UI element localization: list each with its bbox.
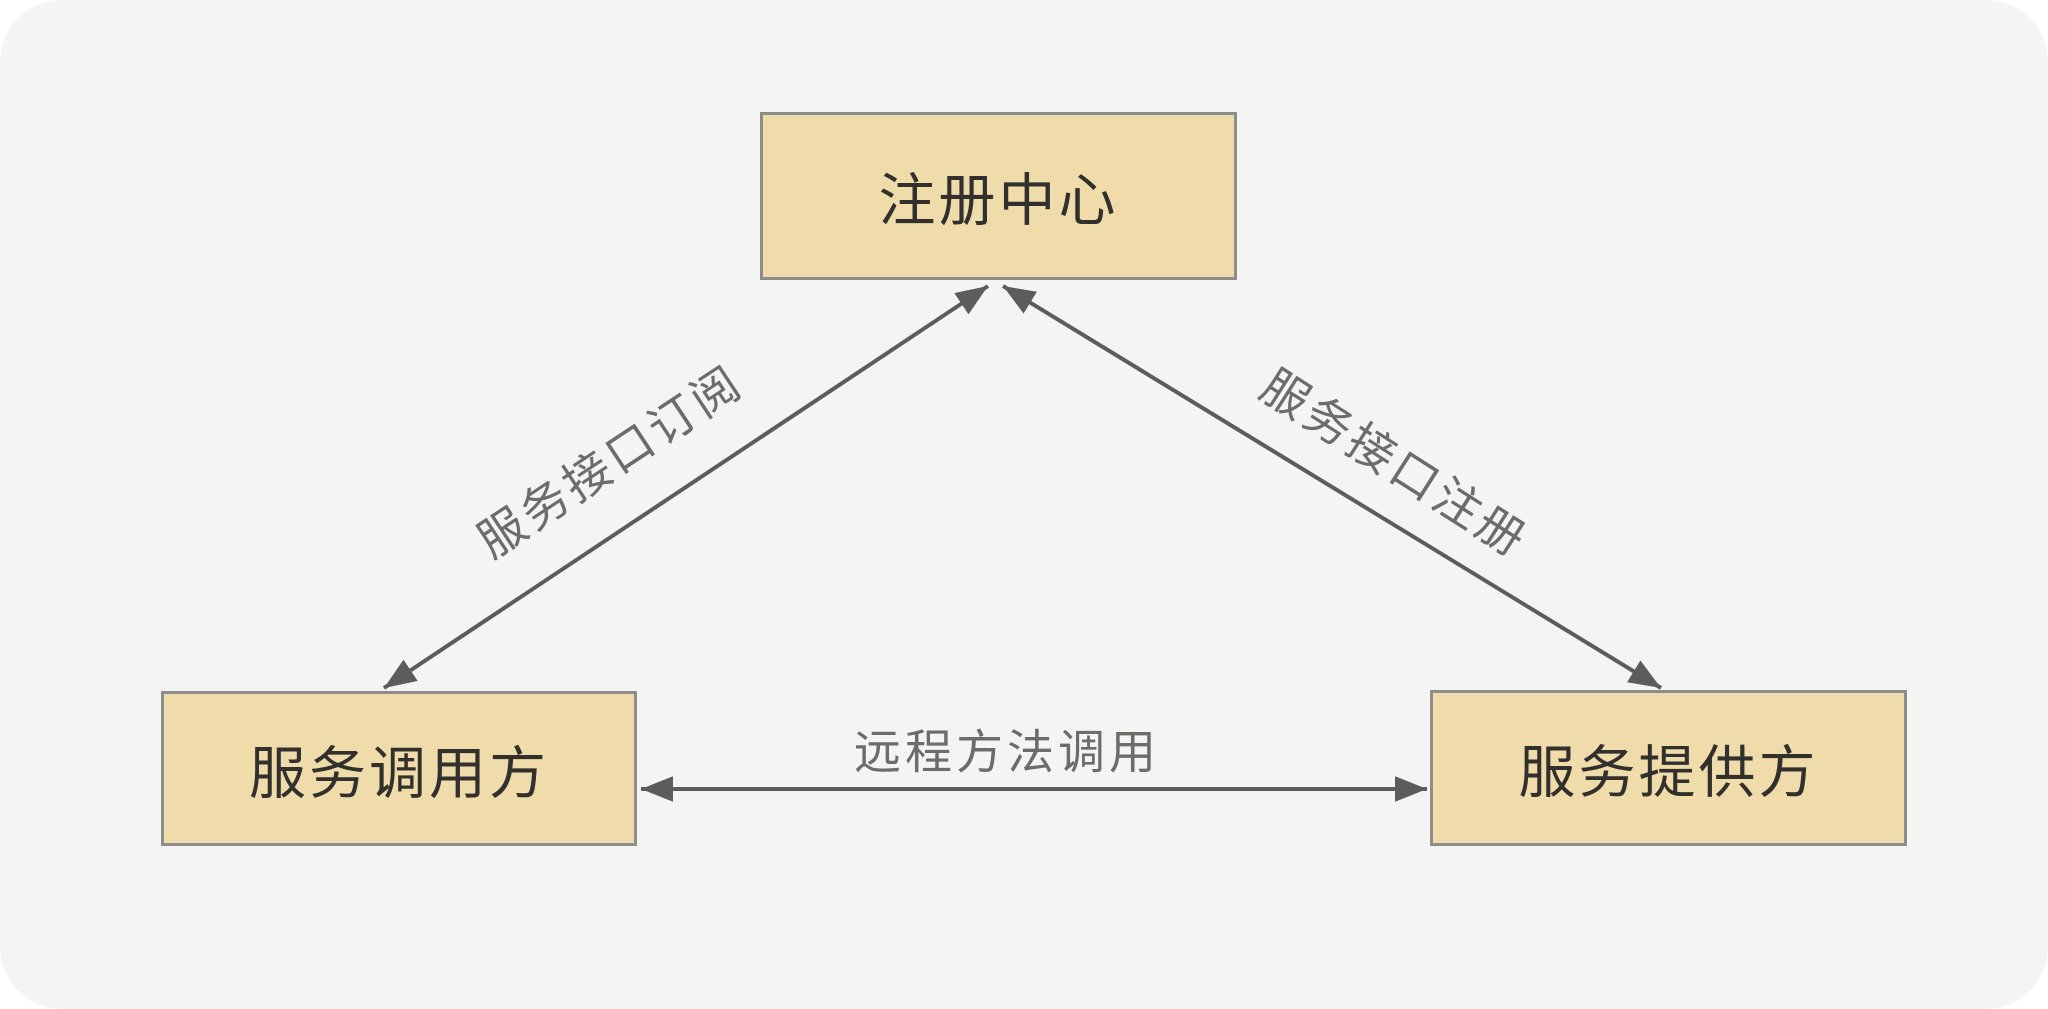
node-registry-label: 注册中心 bbox=[878, 169, 1119, 233]
rpc-edge-label: 远程方法调用 bbox=[854, 725, 1160, 779]
node-provider-label: 服务提供方 bbox=[1518, 741, 1819, 805]
subscribe-arrow bbox=[382, 284, 990, 690]
register-arrow bbox=[1001, 284, 1663, 690]
node-consumer: 服务调用方 bbox=[161, 691, 637, 846]
node-consumer-label: 服务调用方 bbox=[249, 741, 549, 806]
node-registry: 注册中心 bbox=[760, 112, 1237, 280]
node-provider: 服务提供方 bbox=[1430, 690, 1907, 846]
